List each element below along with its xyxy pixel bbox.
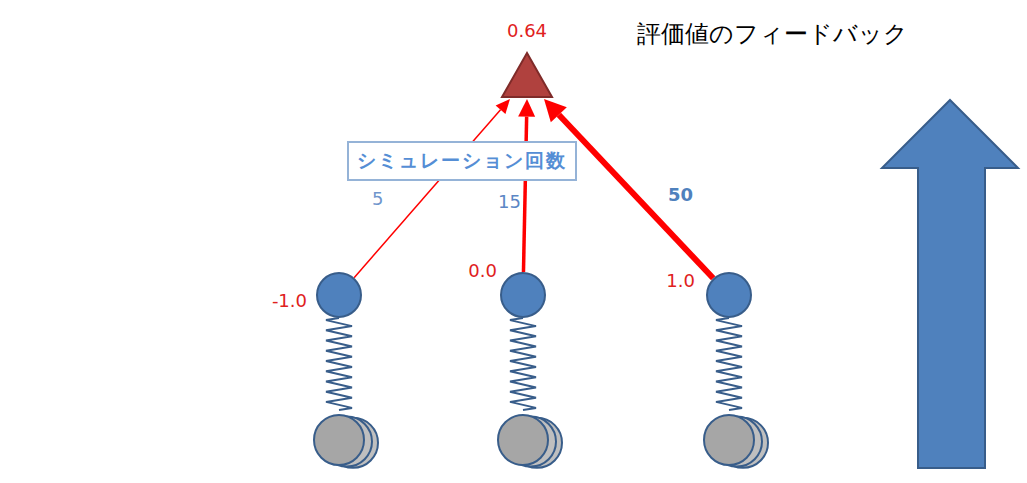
- backup-arrow: [544, 99, 713, 278]
- spring-coil: [326, 318, 352, 410]
- feedback-caption: 評価値のフィードバック: [637, 18, 908, 50]
- visit-count: 50: [668, 184, 693, 205]
- backup-arrow: [518, 99, 535, 272]
- circle-shape: [706, 272, 752, 318]
- arrowhead: [544, 99, 567, 122]
- spring-coil: [510, 318, 536, 410]
- leaf-node: [314, 415, 364, 465]
- value-label: -1.0: [272, 290, 307, 311]
- arrowhead: [496, 99, 510, 114]
- feedback-arrow: [882, 100, 1018, 468]
- value-label: 0.0: [468, 260, 497, 281]
- triangle-shape: [501, 52, 553, 98]
- value-label: 0.64: [507, 20, 547, 41]
- child-node: -1.0: [316, 272, 362, 318]
- spring-coil: [716, 318, 742, 410]
- visit-count: 15: [498, 191, 521, 212]
- circle-shape: [500, 272, 546, 318]
- child-node: 1.0: [706, 272, 752, 318]
- leaf-node: [704, 415, 754, 465]
- legend-box: シミュレーション回数: [347, 141, 577, 181]
- value-label: 1.0: [666, 270, 695, 291]
- backup-arrow: [354, 99, 510, 278]
- box-label: シミュレーション回数: [357, 148, 567, 174]
- child-node: 0.0: [500, 272, 546, 318]
- playout-springs: [314, 318, 768, 468]
- arrowhead: [518, 99, 535, 117]
- circle-shape: [316, 272, 362, 318]
- visit-count: 5: [372, 188, 383, 209]
- leaf-node: [498, 415, 548, 465]
- root-node: 0.64: [501, 52, 553, 98]
